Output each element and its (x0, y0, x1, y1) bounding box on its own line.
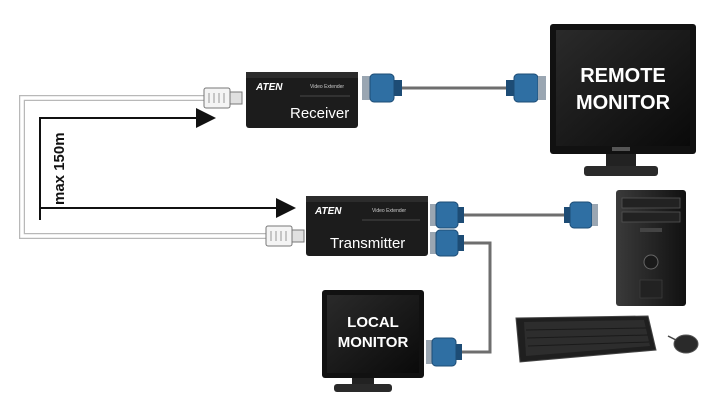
keyboard-icon (515, 315, 657, 363)
vga-connector-receiver-icon (362, 73, 402, 103)
vga-connector-local-monitor-icon (426, 337, 462, 367)
receiver-brand: ATEN (255, 82, 283, 93)
vga-connector-remote-monitor-icon (506, 73, 546, 103)
receiver-label: Receiver (290, 105, 349, 122)
rj45-plug-transmitter-icon (265, 225, 305, 247)
distance-label: max 150m (51, 132, 68, 205)
receiver-product-line: Video Extender (310, 84, 344, 90)
transmitter-product-line: Video Extender (372, 208, 406, 214)
vga-connector-pc-icon (564, 201, 598, 229)
pc-tower-icon (616, 190, 686, 306)
local-monitor-label-line2: MONITOR (338, 334, 409, 351)
transmitter-brand: ATEN (314, 206, 342, 217)
cat5-cable (19, 95, 272, 239)
local-monitor-label-line1: LOCAL (347, 314, 399, 331)
mouse-icon (667, 334, 699, 354)
rj45-plug-receiver-icon (203, 87, 243, 109)
vga-cables (400, 86, 568, 354)
remote-monitor-label-line1: REMOTE (580, 65, 666, 87)
remote-monitor-label-line2: MONITOR (576, 92, 671, 114)
remote-monitor-icon (550, 24, 696, 176)
local-monitor-icon (322, 290, 424, 392)
transmitter-label: Transmitter (330, 235, 405, 252)
receiver-device: ATEN Video Extender Receiver (246, 72, 358, 128)
distance-arrow (39, 108, 296, 220)
vga-connector-transmitter-local-icon (430, 229, 464, 257)
vga-connector-transmitter-out-icon (430, 201, 464, 229)
transmitter-device: ATEN Video Extender Transmitter (306, 196, 428, 256)
